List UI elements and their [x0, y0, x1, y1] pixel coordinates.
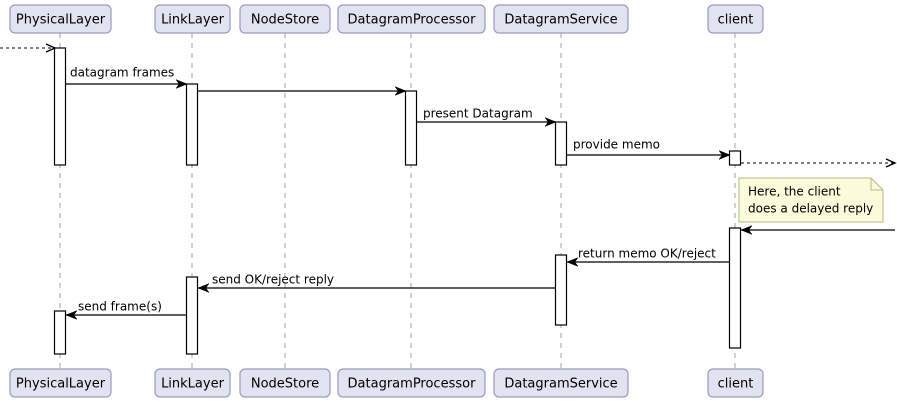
messages-group: datagram frames present Datagram provide m… [0, 43, 897, 315]
participant-datagramprocessor-bottom[interactable]: DatagramProcessor [337, 368, 486, 398]
participant-linklayer-top[interactable]: LinkLayer [154, 4, 231, 34]
activation-bar-client [728, 150, 742, 166]
activation-bar-datagramprocessor [404, 90, 418, 166]
participant-box[interactable] [9, 368, 112, 398]
participant-label: NodeStore [251, 377, 319, 392]
participant-label: NodeStore [251, 13, 319, 28]
message-label-m9: send frame(s) [78, 300, 162, 314]
message-label-m8: send OK/reject reply [212, 273, 334, 287]
participant-label: DatagramService [504, 377, 617, 392]
participant-box[interactable] [239, 368, 331, 398]
participant-box[interactable] [337, 4, 486, 34]
activation-bar-linklayer [185, 83, 199, 166]
activation-bar-physicallayer [53, 47, 67, 166]
activation-bar-physicallayer [53, 310, 67, 355]
note-body [738, 177, 884, 223]
participant-physicallayer-bottom[interactable]: PhysicalLayer [9, 368, 112, 398]
activations-group [53, 47, 742, 355]
participant-label: client [718, 377, 754, 392]
notes-group: Here, the client does a delayed reply [738, 177, 884, 223]
participant-label: LinkLayer [161, 377, 225, 392]
participant-datagramprocessor-top[interactable]: DatagramProcessor [337, 4, 486, 34]
participant-label: DatagramProcessor [348, 377, 477, 392]
message-label-m4: provide memo [573, 138, 660, 152]
participant-box[interactable] [707, 4, 764, 34]
activation-bar-datagramservice [554, 121, 568, 166]
participant-datagramservice-bottom[interactable]: DatagramService [493, 368, 629, 398]
message-label-m3: present Datagram [423, 107, 533, 121]
participant-label: DatagramService [504, 13, 617, 28]
participant-physicallayer-top[interactable]: PhysicalLayer [9, 4, 112, 34]
participant-label: DatagramProcessor [348, 13, 477, 28]
note-fold-corner [870, 178, 883, 191]
message-label-m1: datagram frames [70, 66, 174, 80]
message-label-m7: return memo OK/reject [578, 247, 716, 261]
participant-label: client [718, 13, 754, 28]
activation-bar-client [728, 227, 742, 349]
participant-datagramservice-top[interactable]: DatagramService [493, 4, 629, 34]
participant-box[interactable] [9, 4, 112, 34]
participant-nodestore-top[interactable]: NodeStore [239, 4, 331, 34]
participant-box[interactable] [493, 4, 629, 34]
participant-box[interactable] [337, 368, 486, 398]
activation-bar-linklayer [185, 276, 199, 355]
participant-box[interactable] [239, 4, 331, 34]
participant-label: PhysicalLayer [16, 377, 106, 392]
participant-client-top[interactable]: client [707, 4, 764, 34]
participant-client-bottom[interactable]: client [707, 368, 764, 398]
participants-group: PhysicalLayerPhysicalLayerLinkLayerLinkL… [9, 4, 764, 398]
activation-bar-datagramservice [554, 254, 568, 326]
participant-box[interactable] [493, 368, 629, 398]
participant-label: LinkLayer [161, 13, 225, 28]
participant-label: PhysicalLayer [16, 13, 106, 28]
participant-nodestore-bottom[interactable]: NodeStore [239, 368, 331, 398]
participant-box[interactable] [707, 368, 764, 398]
participant-box[interactable] [154, 4, 231, 34]
note-text-line: does a delayed reply [748, 202, 873, 216]
note-text-line: Here, the client [748, 185, 841, 199]
participant-box[interactable] [154, 368, 231, 398]
participant-linklayer-bottom[interactable]: LinkLayer [154, 368, 231, 398]
